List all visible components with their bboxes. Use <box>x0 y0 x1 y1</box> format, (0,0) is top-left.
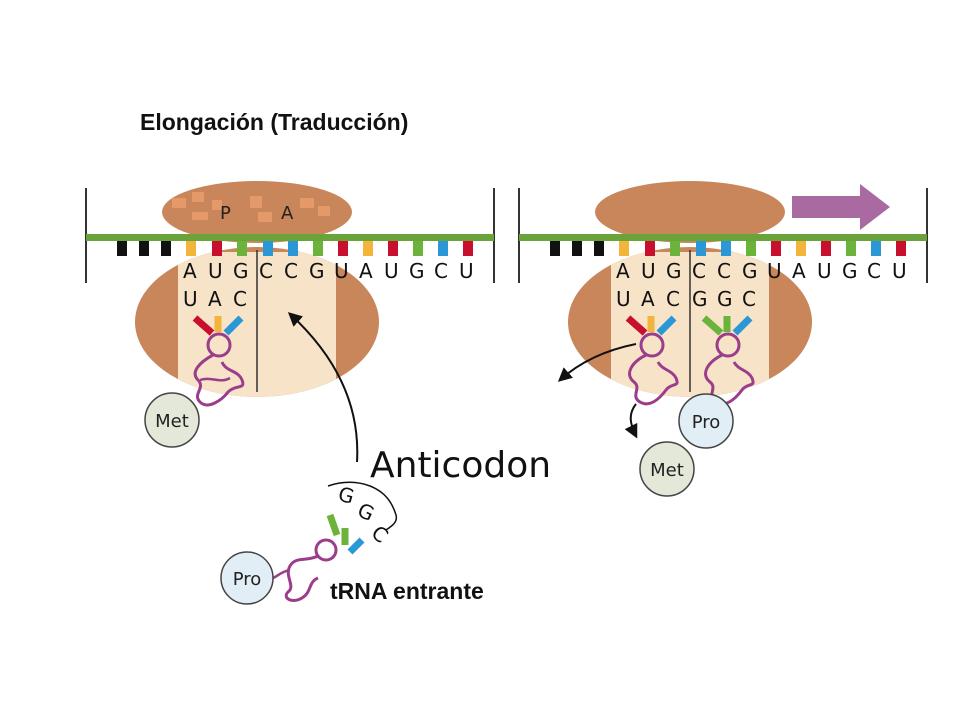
mrna-base: G <box>742 259 758 283</box>
mrna-base: A <box>616 259 630 283</box>
anticodon-pro-right: G G C <box>692 287 756 311</box>
mrna-base: C <box>434 259 448 283</box>
mrna-base: G <box>409 259 425 283</box>
mrna-sequence-left: A U G C C G U A U G C U <box>183 259 474 283</box>
svg-text:U: U <box>616 287 631 311</box>
svg-text:G: G <box>717 287 733 311</box>
small-subunit-left <box>162 181 352 243</box>
mrna-base: U <box>208 259 223 283</box>
mrna-base: U <box>892 259 907 283</box>
met-amino-acid-left: Met <box>144 392 200 448</box>
svg-text:A: A <box>641 287 655 311</box>
mrna-base: C <box>717 259 731 283</box>
pro-amino-acid-right: Pro <box>678 393 734 449</box>
trna-met-right <box>625 315 679 406</box>
mrna-base: U <box>641 259 656 283</box>
mrna-strand-right <box>519 234 927 241</box>
met-amino-acid-right: Met <box>639 441 695 497</box>
svg-text:U: U <box>183 287 198 311</box>
mrna-base: U <box>767 259 782 283</box>
translocation-arrow <box>792 184 890 230</box>
mrna-ticks-right <box>550 241 906 256</box>
mrna-base: G <box>666 259 682 283</box>
p-site-label: P <box>220 203 231 224</box>
mrna-base: G <box>233 259 249 283</box>
incoming-base: G <box>336 482 357 509</box>
anticodon-met-left: U A C <box>183 287 247 311</box>
pro-amino-acid-incoming: Pro <box>220 551 274 605</box>
anticodon-met-right: U A C <box>616 287 680 311</box>
svg-text:Pro: Pro <box>692 412 721 433</box>
svg-text:G: G <box>692 287 708 311</box>
svg-text:Pro: Pro <box>233 569 262 590</box>
mrna-base: C <box>284 259 298 283</box>
mrna-base: C <box>867 259 881 283</box>
anticodon-brace <box>327 481 398 531</box>
incoming-base: C <box>367 520 393 547</box>
a-site-label: A <box>281 203 294 224</box>
anticodon-label: Anticodon <box>370 445 551 486</box>
mrna-base: A <box>792 259 806 283</box>
mrna-base: G <box>842 259 858 283</box>
right-panel: A U G C C G U A U G C U U A C G G C <box>518 181 928 497</box>
mrna-base: U <box>334 259 349 283</box>
mrna-strand-left <box>86 234 494 241</box>
svg-text:C: C <box>666 287 680 311</box>
diagram-title: Elongación (Traducción) <box>140 109 408 135</box>
mrna-sequence-right: A U G C C G U A U G C U <box>616 259 907 283</box>
left-panel: P A A U G C C G <box>85 181 551 605</box>
release-arrow <box>624 403 638 439</box>
exit-arrow <box>557 343 637 382</box>
mrna-base: U <box>459 259 474 283</box>
mrna-base: A <box>359 259 373 283</box>
svg-text:Met: Met <box>650 460 684 481</box>
incoming-base: G <box>354 498 378 526</box>
mrna-base: G <box>309 259 325 283</box>
trna-met-left <box>192 315 245 407</box>
incoming-trna-label: tRNA entrante <box>330 578 484 604</box>
mrna-base: A <box>183 259 197 283</box>
svg-text:C: C <box>742 287 756 311</box>
mrna-ticks-left <box>117 241 473 256</box>
small-subunit-right <box>595 181 785 243</box>
svg-text:Met: Met <box>155 411 189 432</box>
mrna-base: U <box>384 259 399 283</box>
mrna-base: C <box>692 259 706 283</box>
mrna-base: C <box>259 259 273 283</box>
mrna-base: U <box>817 259 832 283</box>
svg-text:A: A <box>208 287 222 311</box>
svg-text:C: C <box>233 287 247 311</box>
arrow-to-a-site <box>287 312 359 463</box>
trna-pro-right <box>701 315 755 406</box>
